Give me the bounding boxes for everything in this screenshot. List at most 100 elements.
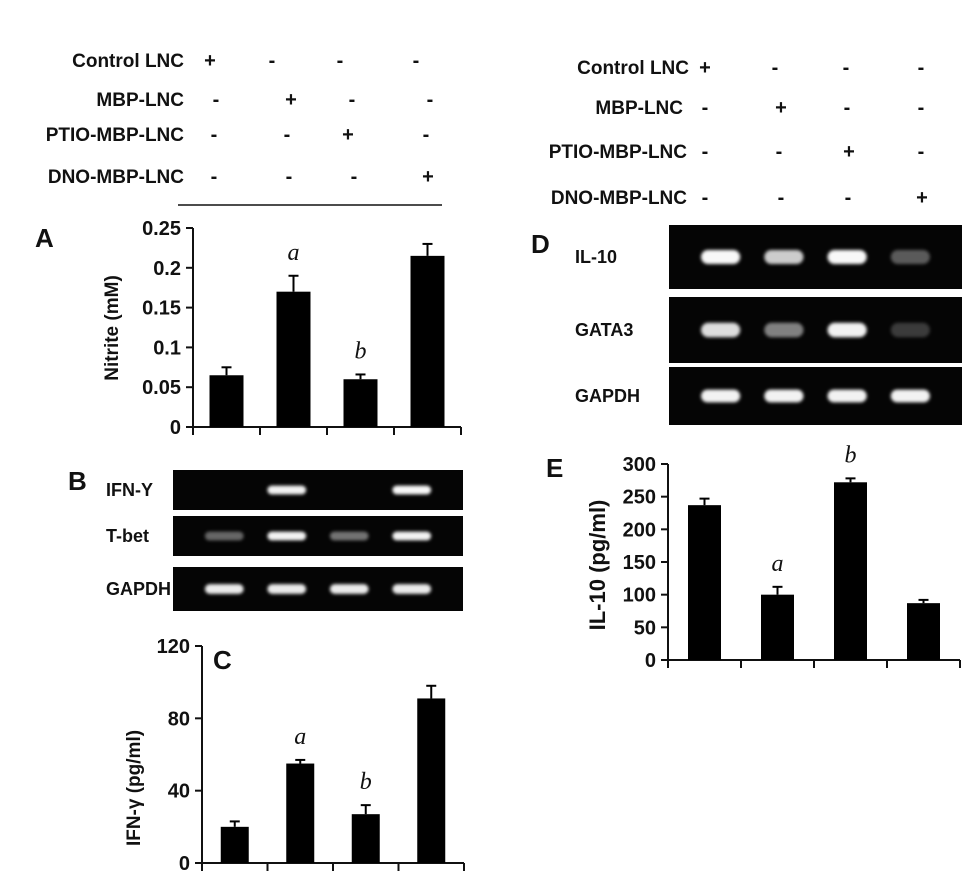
y-tick-label: 0.05	[142, 377, 181, 399]
left-sign-3-1: -	[286, 166, 293, 188]
gel-row-label: GATA3	[575, 320, 633, 340]
gel-band	[392, 531, 432, 541]
right-sign-2-3: -	[918, 141, 925, 163]
left-sign-3-2: -	[351, 166, 358, 188]
gel-band	[204, 531, 244, 541]
y-tick-label: 120	[157, 636, 190, 658]
gel-band	[267, 485, 307, 495]
panel-letter-c: C	[213, 645, 232, 675]
y-tick-label: 300	[623, 454, 656, 476]
left-sign-0-1: -	[269, 50, 276, 72]
right-sign-3-0: -	[702, 187, 709, 209]
right-row-label-0: Control LNC	[577, 58, 689, 79]
significance-label: a	[772, 551, 784, 577]
gel-band	[329, 531, 369, 541]
gel-band	[827, 249, 867, 265]
gel-band	[890, 322, 930, 338]
gel-band	[329, 584, 369, 594]
significance-label: b	[355, 338, 367, 364]
gel-band	[890, 249, 930, 265]
y-tick-label: 50	[634, 617, 656, 639]
left-row-label-2: PTIO-MBP-LNC	[46, 125, 185, 146]
gel-band	[392, 485, 432, 495]
gel-band	[267, 531, 307, 541]
bar	[410, 255, 445, 427]
bar	[343, 379, 378, 427]
gel-band	[267, 584, 307, 594]
left-sign-2-3: -	[423, 124, 430, 146]
right-sign-3-1: -	[778, 187, 785, 209]
y-tick-label: 150	[623, 552, 656, 574]
left-sign-3-3: +	[422, 166, 434, 188]
gel-band	[204, 584, 244, 594]
chart-a-ylabel: Nitrite (mM)	[102, 275, 123, 381]
right-sign-1-3: -	[918, 97, 925, 119]
left-sign-0-0: +	[204, 50, 216, 72]
gel-band	[827, 389, 867, 403]
left-sign-2-1: -	[284, 124, 291, 146]
right-sign-1-0: -	[702, 97, 709, 119]
gel-band	[392, 584, 432, 594]
left-sign-1-3: -	[427, 89, 434, 111]
gel-band	[827, 322, 867, 338]
y-tick-label: 40	[168, 781, 190, 803]
chart-e-ylabel: IL-10 (pg/ml)	[585, 500, 610, 631]
bar	[417, 698, 446, 863]
right-sign-0-3: -	[918, 57, 925, 79]
right-row-label-3: DNO-MBP-LNC	[551, 188, 687, 209]
right-row-label-2: PTIO-MBP-LNC	[549, 142, 688, 163]
bar	[220, 826, 249, 863]
gel-band	[764, 389, 804, 403]
left-row-label-0: Control LNC	[72, 51, 184, 72]
left-sign-1-0: -	[213, 89, 220, 111]
y-tick-label: 0	[645, 650, 656, 672]
y-tick-label: 0.25	[142, 218, 181, 240]
left-treatment-table: Control LNC MBP-LNC PTIO-MBP-LNC DNO-MBP…	[46, 50, 442, 206]
right-sign-3-3: +	[916, 187, 928, 209]
left-sign-2-0: -	[211, 124, 218, 146]
bar	[688, 505, 721, 660]
y-tick-label: 0.1	[153, 337, 181, 359]
gel-row-label: GAPDH	[106, 579, 171, 599]
gel-band	[701, 249, 741, 265]
significance-label: a	[294, 724, 306, 750]
left-row-label-3: DNO-MBP-LNC	[48, 167, 184, 188]
gel-row-label: GAPDH	[575, 386, 640, 406]
gel-row-label: T-bet	[106, 526, 149, 546]
right-sign-2-2: +	[843, 141, 855, 163]
gel-band	[764, 249, 804, 265]
right-treatment-table: Control LNC MBP-LNC PTIO-MBP-LNC DNO-MBP…	[549, 57, 928, 209]
y-tick-label: 0.2	[153, 258, 181, 280]
significance-label: b	[360, 769, 372, 795]
bar	[834, 482, 867, 660]
y-tick-label: 0	[179, 853, 190, 875]
gel-band	[701, 389, 741, 403]
left-sign-1-2: -	[349, 89, 356, 111]
y-tick-label: 200	[623, 519, 656, 541]
panel-letter-b: B	[68, 466, 87, 496]
chart-c-ylabel: IFN-γ (pg/ml)	[124, 730, 145, 846]
bar	[351, 814, 380, 863]
y-tick-label: 100	[623, 585, 656, 607]
right-sign-3-2: -	[845, 187, 852, 209]
panel-letter-d: D	[531, 229, 550, 259]
significance-label: a	[288, 240, 300, 266]
gel-band	[890, 389, 930, 403]
gel-row-label: IFN-Y	[106, 480, 153, 500]
bar	[276, 291, 311, 427]
panel-letter-a: A	[35, 223, 54, 253]
bar	[761, 594, 794, 660]
right-sign-2-0: -	[702, 141, 709, 163]
gel-band	[764, 322, 804, 338]
y-tick-label: 0	[170, 417, 181, 439]
right-sign-1-2: -	[844, 97, 851, 119]
significance-label: b	[845, 442, 857, 468]
gel-row-label: IL-10	[575, 247, 617, 267]
left-sign-0-2: -	[337, 50, 344, 72]
panel-letter-e: E	[546, 453, 563, 483]
right-sign-0-1: -	[772, 57, 779, 79]
